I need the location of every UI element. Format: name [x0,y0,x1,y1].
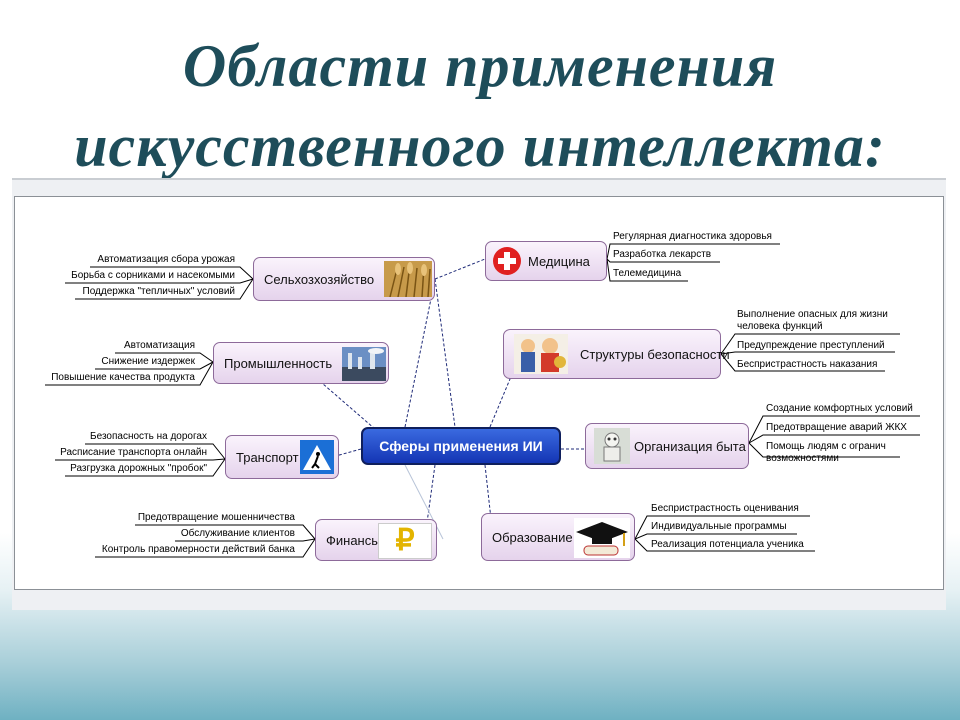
leaf-education-2: Индивидуальные программы [651,521,787,532]
leaf-finance-1: Предотвращение мошенничества [137,512,295,523]
branch-household[interactable]: Организация быта [585,423,749,469]
security-people-image [514,334,568,374]
leaf-finance-2: Обслуживание клиентов [180,528,295,539]
branch-agriculture-label: Сельхозхозяйство [264,271,375,287]
connector-lines [45,243,920,558]
leaf-agriculture-1: Автоматизация сбора урожая [97,254,235,265]
branch-medicine[interactable]: Медицина [485,241,607,281]
leaf-industry-3: Повышение качества продукта [51,372,195,383]
leaf-security-1: Выполнение опасных для жизни человека фу… [737,309,888,332]
leaf-finance-3: Контроль правомерности действий банка [101,544,295,555]
wheat-image [384,261,432,297]
leaf-household-2: Предотвращение аварий ЖКХ [766,422,907,433]
branch-finance-label: Финансы [326,532,381,548]
branch-finance[interactable]: Финансы ₽ [315,519,437,561]
central-node-label: Сферы применения ИИ [379,438,543,454]
branch-transport-label: Транспорт [236,449,299,465]
leaf-education-3: Реализация потенциала ученика [651,539,804,550]
leaf-industry-2: Снижение издержек [101,356,195,367]
leaf-medicine-3: Телемедицина [613,268,682,279]
leaf-industry-1: Автоматизация [123,340,195,351]
branch-security-label: Структуры безопасности [580,346,730,362]
branch-household-label: Организация быта [634,438,746,454]
graduation-cap-image [574,518,630,558]
leaf-household-1: Создание комфортных условий [766,403,913,414]
page-title-line2: искусственного интеллекта: [74,113,886,179]
branch-security[interactable]: Структуры безопасности [503,329,730,379]
factory-image [342,347,386,381]
branch-industry[interactable]: Промышленность [213,342,389,384]
branch-transport[interactable]: Транспорт [225,435,339,479]
leaf-medicine-2: Разработка лекарств [613,249,712,260]
leaf-education-1: Беспристрастность оценивания [651,503,799,514]
branch-education-label: Образование [492,529,573,545]
branch-agriculture[interactable]: Сельхозхозяйство [253,257,435,301]
leaf-agriculture-2: Борьба с сорниками и насекомыми [71,270,235,281]
leaf-security-2: Предупреждение преступлений [737,340,885,351]
leaf-transport-3: Разгрузка дорожных "пробок" [70,463,207,474]
pedestrian-crossing-icon [300,440,334,474]
branch-education[interactable]: Образование [481,513,635,561]
household-robot-image [594,428,630,464]
page-title-line1: Области применения [182,33,778,99]
leaf-agriculture-3: Поддержка "тепличных" условий [82,286,236,297]
diagram-panel: Сферы применения ИИ Сельхозхозяйство Авт… [12,178,946,610]
mindmap-frame: Сферы применения ИИ Сельхозхозяйство Авт… [14,196,944,590]
leaf-transport-2: Расписание транспорта онлайн [60,447,207,458]
leaf-transport-1: Безопасность на дорогах [90,431,207,442]
red-cross-icon [493,247,521,275]
leaf-security-3: Беспристрастность наказания [737,359,878,370]
ruble-icon: ₽ [378,523,432,559]
branch-medicine-label: Медицина [528,253,590,269]
leaf-medicine-1: Регулярная диагностика здоровья [613,231,772,242]
leaf-household-3: Помощь людям с огранич возможностями [766,441,886,464]
branch-industry-label: Промышленность [224,355,333,371]
central-node[interactable]: Сферы применения ИИ [361,427,561,465]
